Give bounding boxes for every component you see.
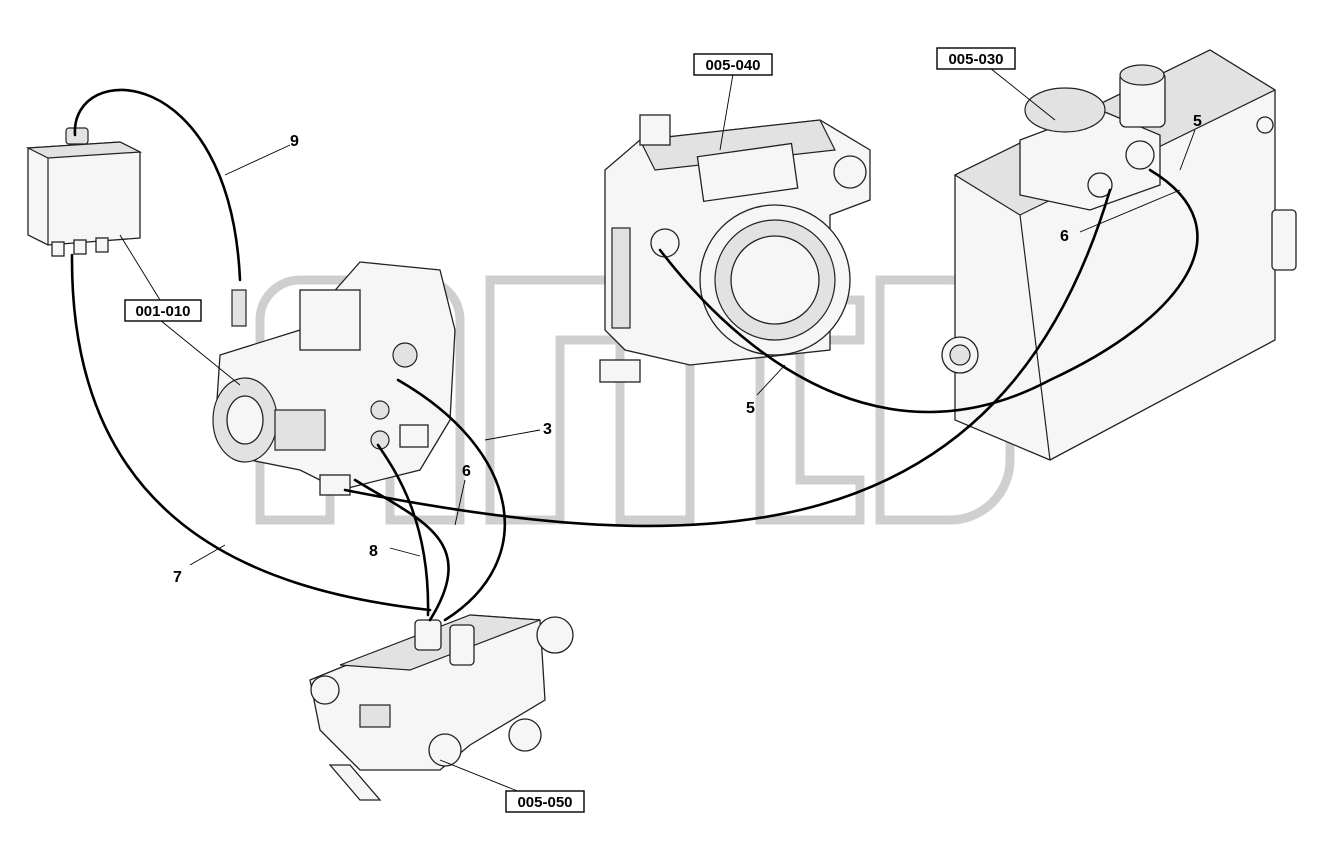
label-hose-5-top: 5 bbox=[1193, 113, 1202, 130]
label-hose-6-top: 6 bbox=[1060, 228, 1069, 245]
hose-9 bbox=[73, 88, 242, 282]
callout-pump-text: 001-010 bbox=[135, 303, 190, 320]
oil-cooler bbox=[599, 114, 871, 383]
hose-5 bbox=[658, 168, 1199, 414]
callout-tank-text: 005-030 bbox=[948, 51, 1003, 68]
hoses bbox=[70, 88, 1199, 622]
callout-001-010: 001-010 bbox=[124, 299, 202, 322]
label-hose-5-bottom: 5 bbox=[746, 400, 755, 417]
callout-005-030: 005-030 bbox=[936, 47, 1016, 70]
hose-6-bottom bbox=[353, 478, 450, 622]
callout-valve-text: 005-050 bbox=[517, 794, 572, 811]
hydraulic-pump bbox=[212, 261, 456, 496]
label-hose-6-mid: 6 bbox=[462, 463, 471, 480]
label-hose-7: 7 bbox=[173, 569, 182, 586]
hose-3 bbox=[396, 378, 506, 622]
valve-block bbox=[309, 614, 574, 801]
hydraulic-tank bbox=[941, 49, 1297, 461]
hose-7 bbox=[70, 253, 432, 612]
hose-8 bbox=[376, 443, 430, 617]
callout-005-050: 005-050 bbox=[505, 790, 585, 813]
label-hose-8: 8 bbox=[369, 543, 378, 560]
return-filter bbox=[1019, 64, 1166, 211]
callout-cooler-text: 005-040 bbox=[705, 57, 760, 74]
hose-6-mid bbox=[343, 188, 1112, 528]
label-hose-9: 9 bbox=[290, 133, 299, 150]
label-hose-3: 3 bbox=[543, 421, 552, 438]
leader-lines bbox=[119, 67, 1196, 801]
control-box bbox=[25, 127, 143, 257]
callout-005-040: 005-040 bbox=[693, 53, 773, 76]
